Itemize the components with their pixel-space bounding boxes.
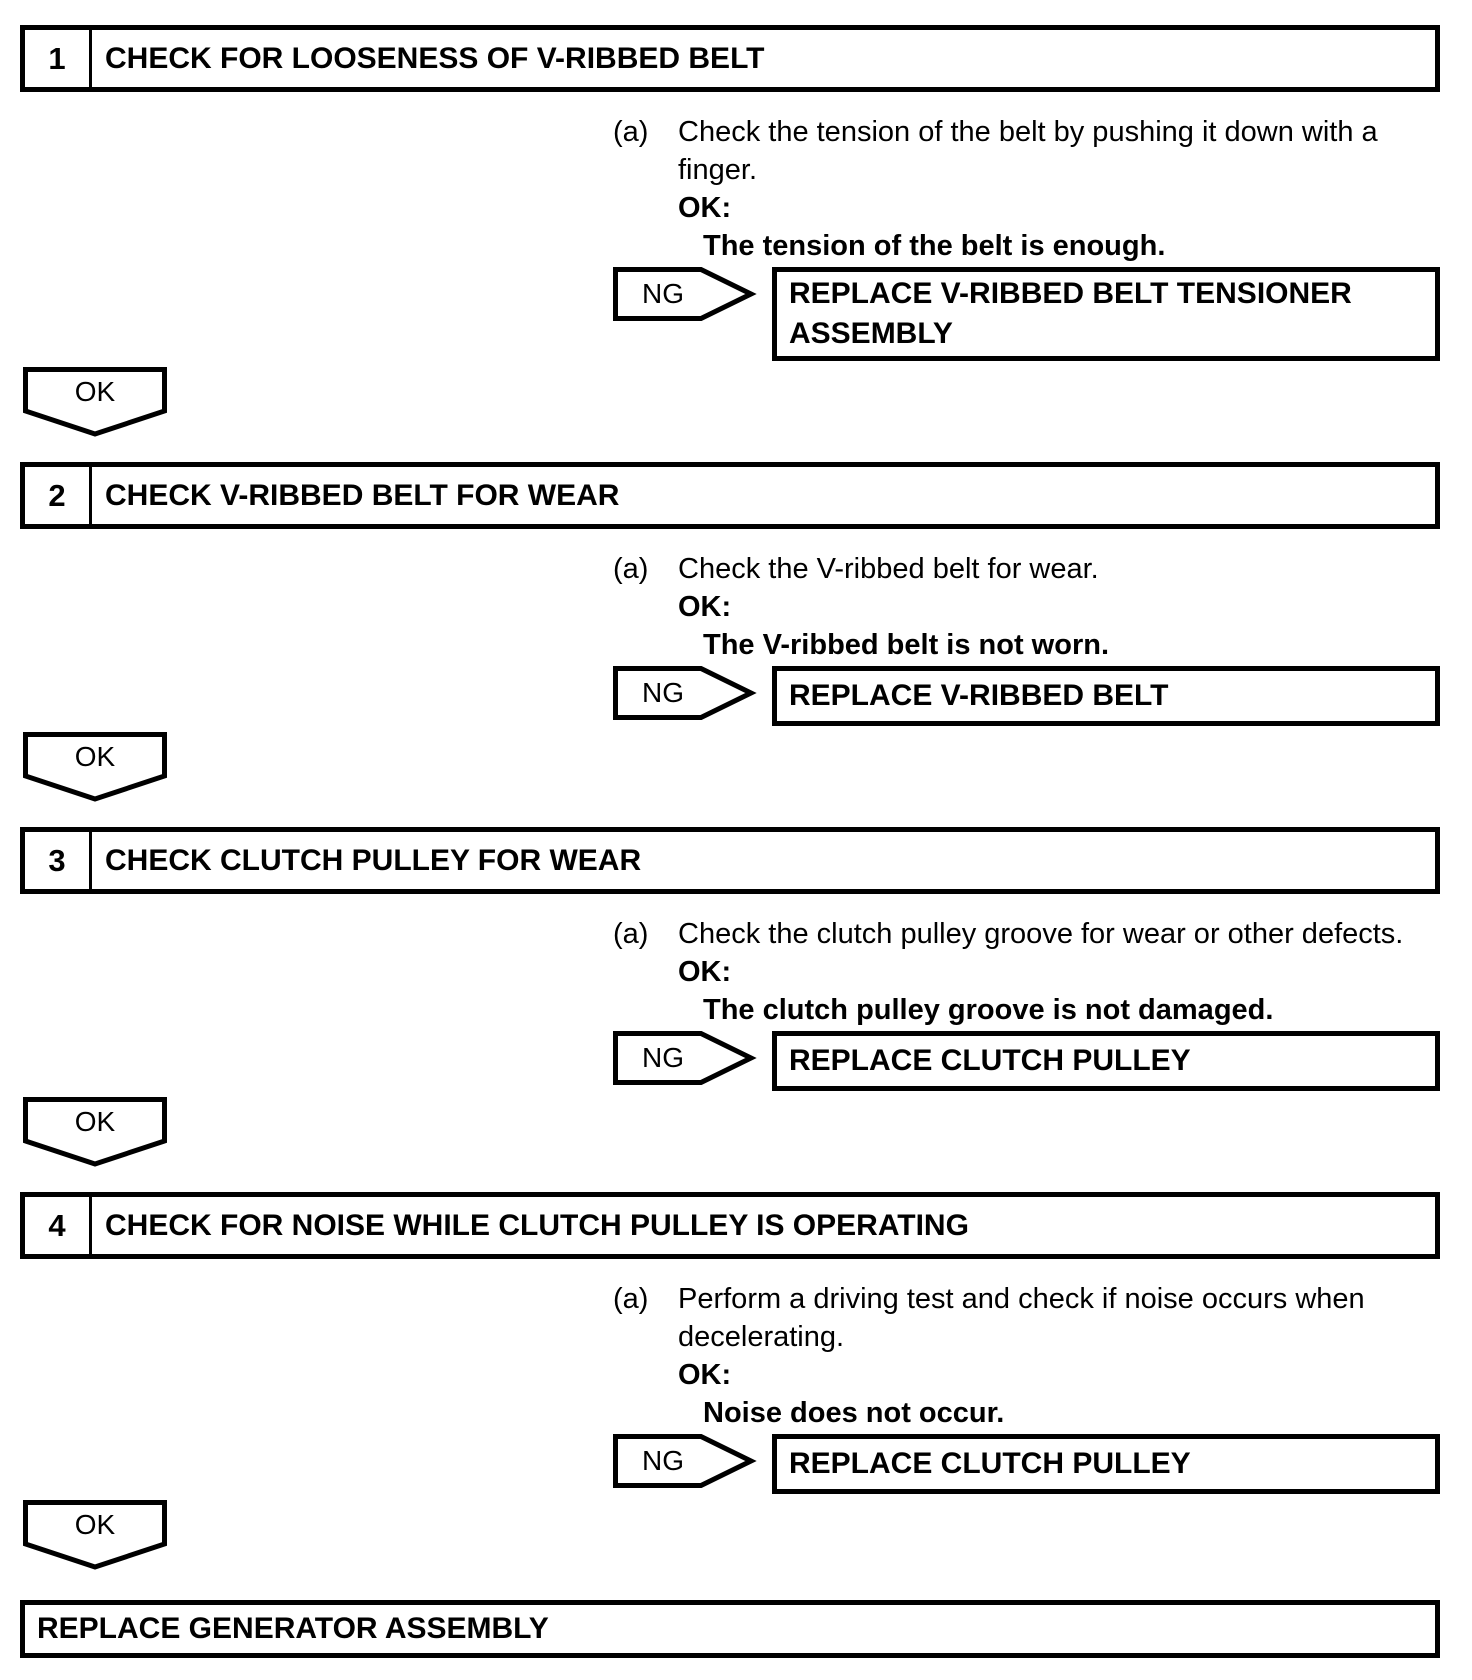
ok-label: OK: bbox=[678, 1359, 732, 1391]
ng-action-box: REPLACE CLUTCH PULLEY bbox=[772, 1031, 1440, 1091]
final-action-box: REPLACE GENERATOR ASSEMBLY bbox=[20, 1600, 1440, 1658]
step-number: 2 bbox=[25, 467, 92, 524]
ng-arrow-icon: NG bbox=[613, 267, 759, 321]
ok-connector-label: OK bbox=[74, 1509, 116, 1540]
instruction-line: Check the clutch pulley groove for wear … bbox=[678, 918, 1404, 950]
instruction-line: decelerating. bbox=[678, 1321, 845, 1353]
step-instructions: (a) Check the clutch pulley groove for w… bbox=[613, 915, 1440, 1029]
step-header: 1 CHECK FOR LOOSENESS OF V-RIBBED BELT bbox=[20, 25, 1440, 92]
ng-action-box: REPLACE CLUTCH PULLEY bbox=[772, 1434, 1440, 1494]
step-title: CHECK FOR LOOSENESS OF V-RIBBED BELT bbox=[105, 41, 765, 75]
ng-label: NG bbox=[642, 677, 684, 708]
step-number: 1 bbox=[25, 30, 92, 87]
ok-connector-label: OK bbox=[74, 1106, 116, 1137]
ng-action-box: REPLACE V-RIBBED BELT TENSIONER ASSEMBLY bbox=[772, 267, 1440, 361]
item-label: (a) bbox=[613, 116, 649, 148]
step-instructions: (a) Check the tension of the belt by pus… bbox=[613, 113, 1440, 265]
ok-connector: OK bbox=[23, 732, 167, 802]
ok-label: OK: bbox=[678, 192, 732, 224]
ng-arrow-icon: NG bbox=[613, 1031, 759, 1085]
ng-arrow-icon: NG bbox=[613, 1434, 759, 1488]
ok-connector: OK bbox=[23, 1097, 167, 1167]
step-instructions: (a) Check the V-ribbed belt for wear. OK… bbox=[613, 550, 1440, 664]
ok-connector: OK bbox=[23, 367, 167, 437]
ok-connector: OK bbox=[23, 1500, 167, 1570]
ng-branch: NG REPLACE CLUTCH PULLEY bbox=[613, 1031, 1440, 1091]
ng-label: NG bbox=[642, 278, 684, 309]
item-label: (a) bbox=[613, 553, 649, 585]
step-title: CHECK V-RIBBED BELT FOR WEAR bbox=[105, 478, 620, 512]
ng-branch: NG REPLACE CLUTCH PULLEY bbox=[613, 1434, 1440, 1494]
ng-branch: NG REPLACE V-RIBBED BELT bbox=[613, 666, 1440, 726]
step-section-4: 4 CHECK FOR NOISE WHILE CLUTCH PULLEY IS… bbox=[20, 1192, 1440, 1570]
ng-action-box: REPLACE V-RIBBED BELT bbox=[772, 666, 1440, 726]
action-line: REPLACE CLUTCH PULLEY bbox=[789, 1044, 1191, 1077]
item-label: (a) bbox=[613, 1283, 649, 1315]
action-line: ASSEMBLY bbox=[789, 317, 953, 350]
ok-label: OK: bbox=[678, 591, 732, 623]
action-line: REPLACE V-RIBBED BELT bbox=[789, 679, 1169, 712]
final-action-label: REPLACE GENERATOR ASSEMBLY bbox=[37, 1612, 549, 1645]
action-line: REPLACE CLUTCH PULLEY bbox=[789, 1447, 1191, 1480]
instruction-line: Check the V-ribbed belt for wear. bbox=[678, 553, 1099, 585]
step-instructions: (a) Perform a driving test and check if … bbox=[613, 1280, 1440, 1432]
ng-branch: NG REPLACE V-RIBBED BELT TENSIONER ASSEM… bbox=[613, 267, 1440, 361]
step-section-3: 3 CHECK CLUTCH PULLEY FOR WEAR (a) Check… bbox=[20, 827, 1440, 1167]
step-title: CHECK FOR NOISE WHILE CLUTCH PULLEY IS O… bbox=[105, 1208, 969, 1242]
step-header: 4 CHECK FOR NOISE WHILE CLUTCH PULLEY IS… bbox=[20, 1192, 1440, 1259]
instruction-line: Check the tension of the belt by pushing… bbox=[678, 116, 1378, 148]
ng-label: NG bbox=[642, 1042, 684, 1073]
ng-arrow-icon: NG bbox=[613, 666, 759, 720]
instruction-row: (a) Perform a driving test and check if … bbox=[613, 1280, 1440, 1318]
instruction-line: finger. bbox=[678, 154, 757, 186]
step-section-1: 1 CHECK FOR LOOSENESS OF V-RIBBED BELT (… bbox=[20, 25, 1440, 437]
ok-label: OK: bbox=[678, 956, 732, 988]
step-header: 3 CHECK CLUTCH PULLEY FOR WEAR bbox=[20, 827, 1440, 894]
item-label: (a) bbox=[613, 918, 649, 950]
step-title: CHECK CLUTCH PULLEY FOR WEAR bbox=[105, 843, 642, 877]
step-header: 2 CHECK V-RIBBED BELT FOR WEAR bbox=[20, 462, 1440, 529]
instruction-line: Perform a driving test and check if nois… bbox=[678, 1283, 1365, 1315]
ok-connector-label: OK bbox=[74, 376, 116, 407]
step-number: 3 bbox=[25, 832, 92, 889]
ok-connector-label: OK bbox=[74, 741, 116, 772]
instruction-row: (a) Check the tension of the belt by pus… bbox=[613, 113, 1440, 151]
ok-condition: The tension of the belt is enough. bbox=[703, 230, 1166, 262]
step-number: 4 bbox=[25, 1197, 92, 1254]
instruction-row: (a) Check the V-ribbed belt for wear. bbox=[613, 550, 1440, 588]
ok-condition: The V-ribbed belt is not worn. bbox=[703, 629, 1110, 661]
ok-condition: The clutch pulley groove is not damaged. bbox=[703, 994, 1274, 1026]
ok-condition: Noise does not occur. bbox=[703, 1397, 1005, 1429]
ng-label: NG bbox=[642, 1445, 684, 1476]
action-line: REPLACE V-RIBBED BELT TENSIONER bbox=[789, 277, 1352, 310]
instruction-row: (a) Check the clutch pulley groove for w… bbox=[613, 915, 1440, 953]
step-section-2: 2 CHECK V-RIBBED BELT FOR WEAR (a) Check… bbox=[20, 462, 1440, 802]
